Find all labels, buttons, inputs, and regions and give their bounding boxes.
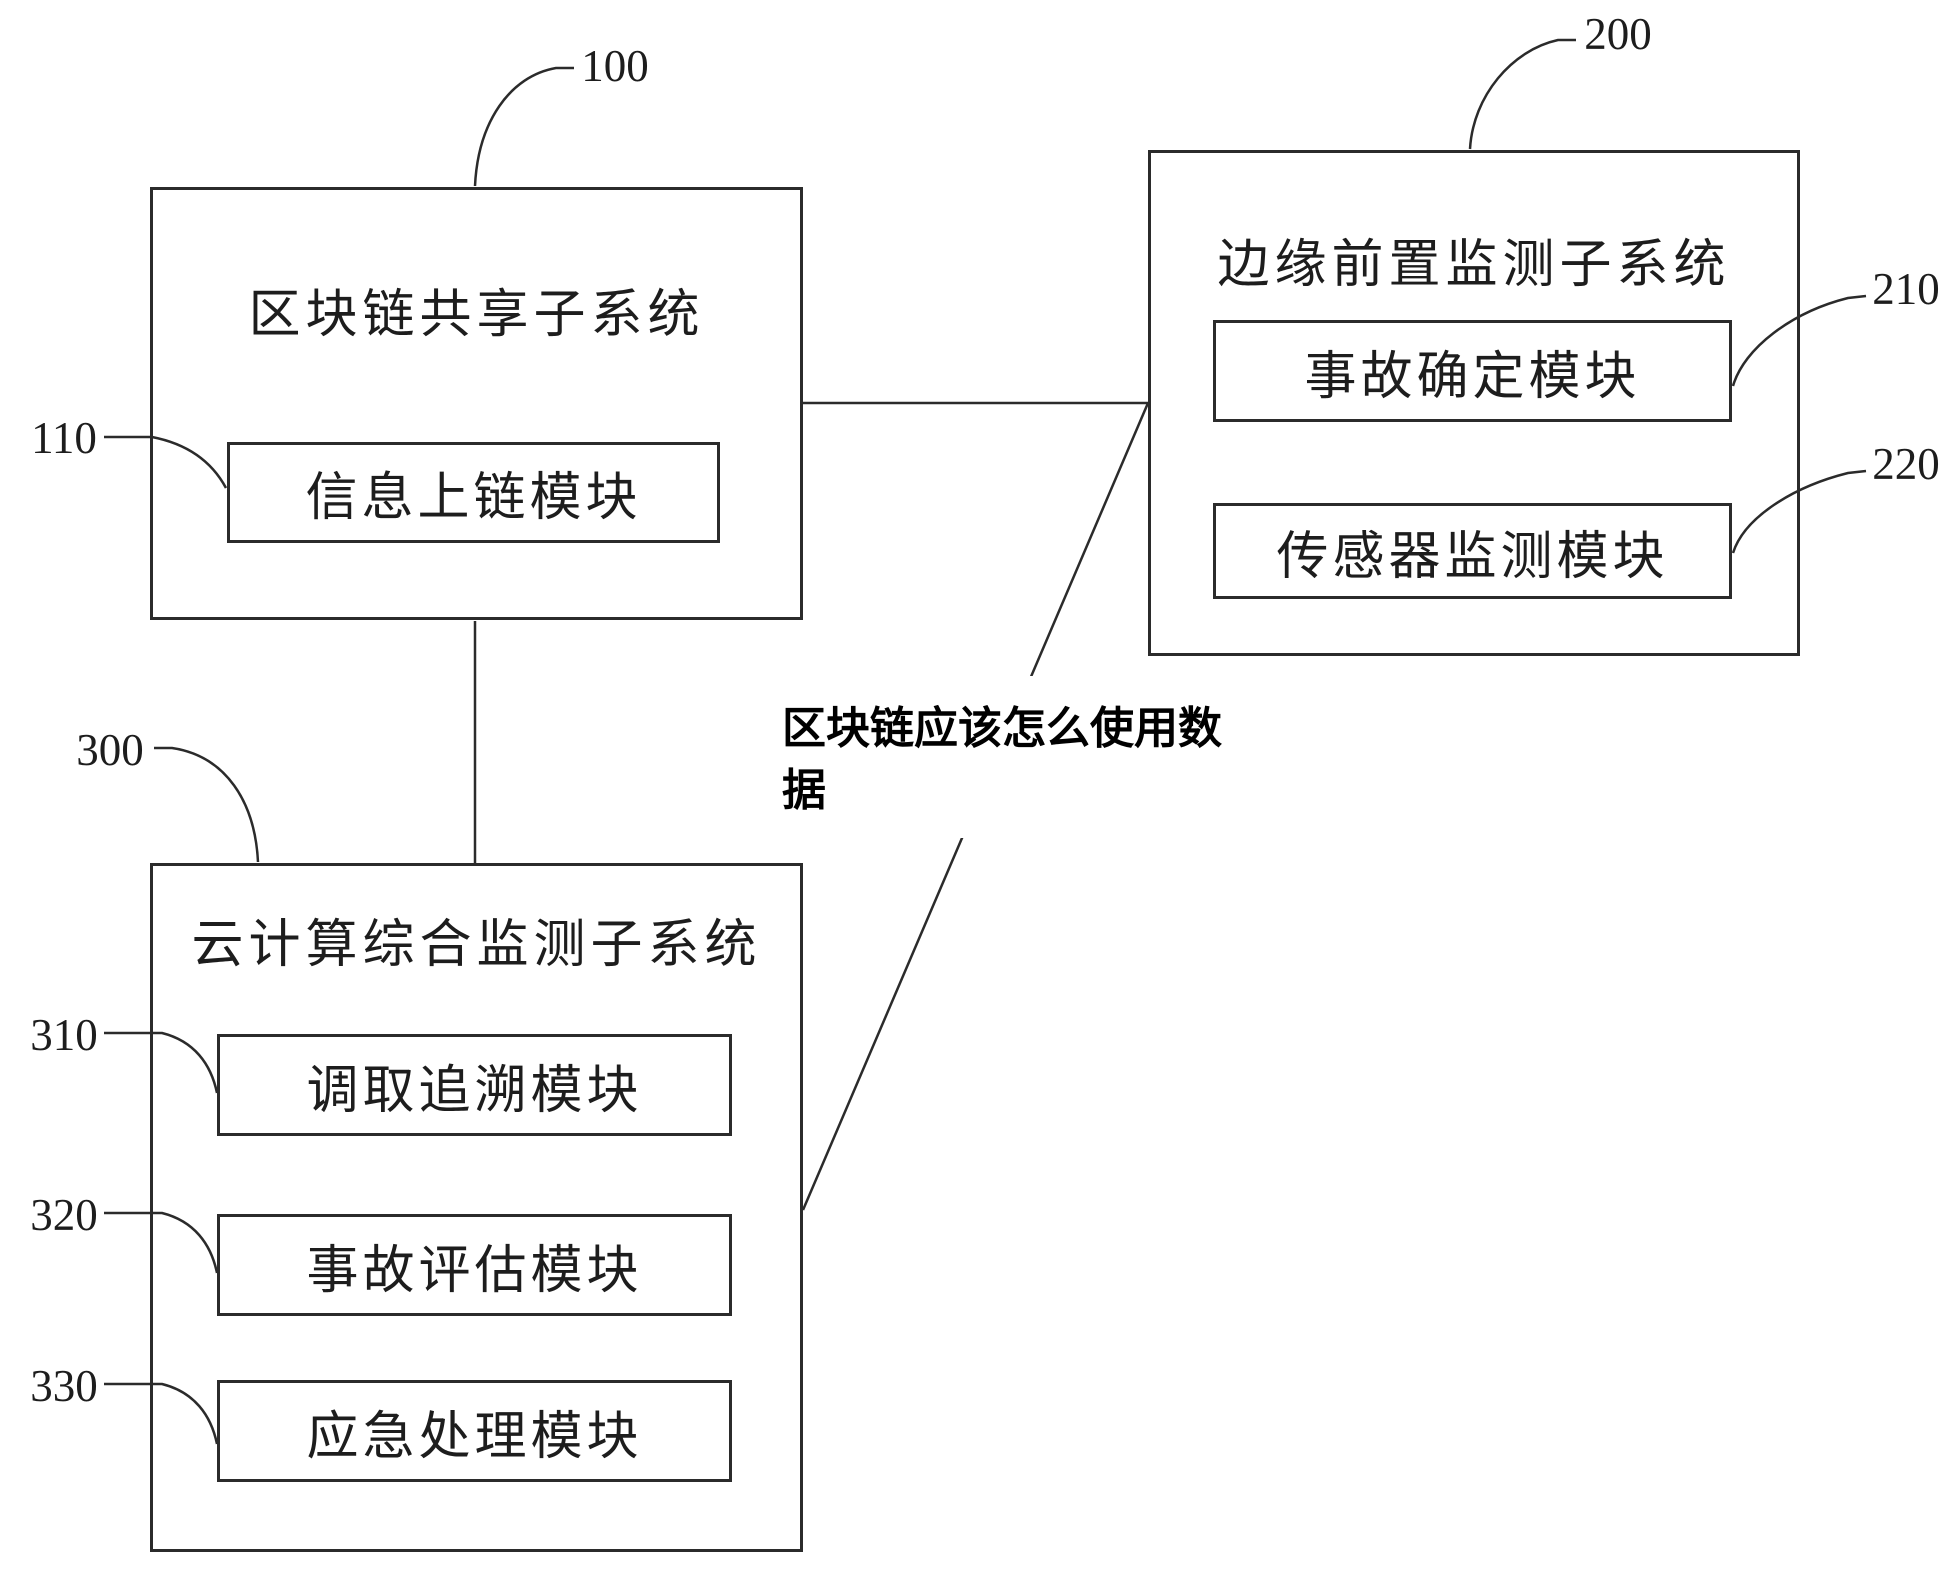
ref-label-300: 300 [76, 725, 144, 775]
leader-line-330 [104, 1382, 219, 1445]
module-label-emergency-handle: 应急处理模块 [306, 1408, 643, 1466]
leader-line-220 [1731, 469, 1867, 554]
leader-line-210 [1731, 294, 1867, 387]
subsystem-box-blockchain [150, 187, 803, 620]
module-label-retrieve-trace: 调取追溯模块 [306, 1062, 643, 1120]
seo-overlay-text: 区块链应该怎么使用数 据 [770, 676, 1262, 838]
module-box-accident-assess: 事故评估模块 [217, 1214, 732, 1316]
leader-line-200 [1468, 38, 1576, 150]
ref-label-100: 100 [581, 41, 649, 91]
ref-label-320: 320 [30, 1190, 98, 1240]
seo-overlay-line1: 区块链应该怎么使用数 [782, 704, 1222, 753]
subsystem-title-edge: 边缘前置监测子系统 [1217, 237, 1731, 294]
ref-label-210: 210 [1872, 264, 1940, 314]
subsystem-box-edge [1148, 150, 1800, 656]
leader-line-100 [473, 66, 574, 187]
ref-label-330: 330 [30, 1361, 98, 1411]
leader-line-110 [104, 435, 228, 489]
subsystem-title-blockchain: 区块链共享子系统 [248, 287, 705, 344]
module-label-info-chain: 信息上链模块 [305, 470, 642, 527]
module-box-sensor-monitor: 传感器监测模块 [1213, 503, 1732, 599]
leader-line-320 [104, 1211, 219, 1274]
leader-line-310 [104, 1031, 219, 1094]
module-box-emergency-handle: 应急处理模块 [217, 1380, 732, 1482]
ref-label-200: 200 [1584, 9, 1652, 59]
module-label-sensor-monitor: 传感器监测模块 [1276, 528, 1669, 586]
module-label-accident-assess: 事故评估模块 [306, 1242, 643, 1300]
ref-label-220: 220 [1872, 439, 1940, 489]
module-box-accident-determine: 事故确定模块 [1213, 320, 1732, 422]
module-label-accident-determine: 事故确定模块 [1304, 348, 1641, 406]
module-box-retrieve-trace: 调取追溯模块 [217, 1034, 732, 1136]
ref-label-110: 110 [31, 413, 97, 463]
subsystem-box-cloud [150, 863, 803, 1552]
seo-overlay-line2: 据 [782, 766, 826, 815]
subsystem-title-cloud: 云计算综合监测子系统 [191, 917, 762, 974]
module-box-info-chain: 信息上链模块 [227, 442, 720, 543]
ref-label-310: 310 [30, 1010, 98, 1060]
leader-line-300 [154, 746, 260, 863]
